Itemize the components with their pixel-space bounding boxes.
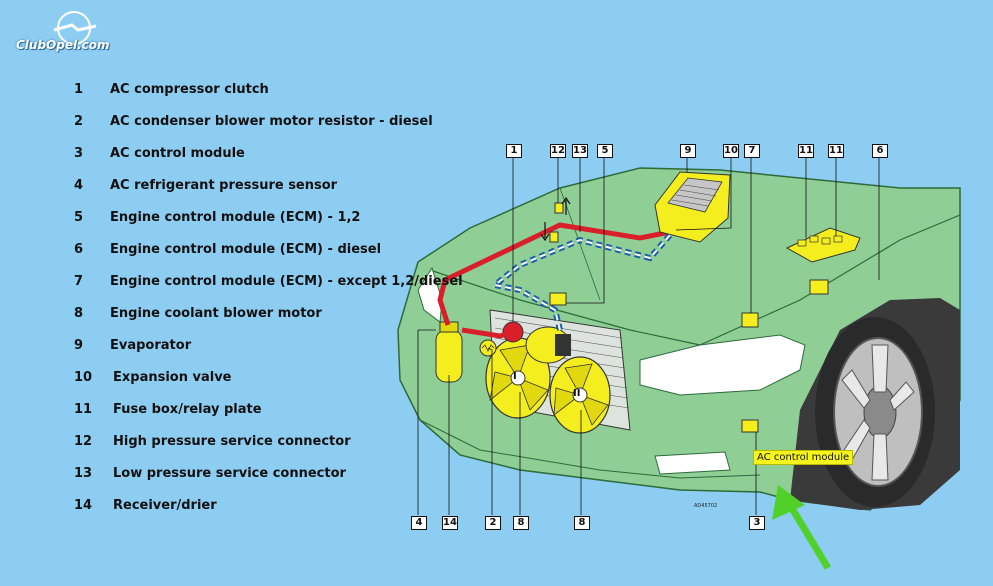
green-arrow [787, 503, 831, 570]
receiver-drier [435, 321, 463, 383]
legend-number: 2 [74, 114, 84, 129]
callout-top: 6 [872, 144, 888, 158]
callout-bottom: 2 [485, 516, 501, 530]
figure-code: AD45702 [694, 503, 718, 509]
ecm-except [741, 312, 759, 328]
legend-label: Engine control module (ECM) - except 1,2… [110, 274, 463, 289]
up-arrow [561, 196, 571, 215]
callout-top: 11 [798, 144, 814, 158]
callout-bottom: 4 [411, 516, 427, 530]
callout-top: 12 [550, 144, 566, 158]
callout-top: 10 [723, 144, 739, 158]
callout-top: 1 [506, 144, 522, 158]
ecm-1-2 [549, 292, 567, 306]
callout-top: 11 [828, 144, 844, 158]
legend-number: 3 [74, 146, 84, 161]
legend-label: Receiver/drier [113, 498, 217, 513]
legend-label: Engine coolant blower motor [110, 306, 322, 321]
ac-control-module-part [741, 419, 759, 433]
fan-label-2: II [573, 388, 581, 399]
legend-number: 13 [74, 466, 93, 481]
down-arrow [540, 222, 550, 242]
low-pressure-line-inner [492, 234, 671, 331]
legend-number: 1 [74, 82, 84, 97]
legend-number: 6 [74, 242, 84, 257]
callout-bottom: 14 [442, 516, 458, 530]
ac-control-module-tag: AC control module [753, 450, 854, 465]
evaporator-box [654, 171, 731, 243]
opel-logo [53, 11, 97, 45]
hood-edge [429, 269, 701, 346]
fan-label-1: I [513, 371, 517, 382]
legend-number: 7 [74, 274, 84, 289]
fuse-box [785, 227, 861, 263]
legend-number: 11 [74, 402, 93, 417]
callout-bottom: 8 [513, 516, 529, 530]
high-pressure-line-2 [461, 327, 514, 339]
legend-label: Expansion valve [113, 370, 232, 385]
legend-label: AC control module [110, 146, 245, 161]
fan-right [549, 356, 611, 434]
callout-bottom: 3 [749, 516, 765, 530]
legend-label: Engine control module (ECM) - diesel [110, 242, 382, 257]
logo-text: ClubOpel.com [16, 38, 110, 52]
hood-crease [559, 187, 601, 301]
foglight [654, 451, 731, 475]
low-pressure-connector [549, 231, 559, 243]
legend-label: Evaporator [110, 338, 192, 353]
legend-number: 14 [74, 498, 93, 513]
callout-top: 9 [680, 144, 696, 158]
callout-top: 13 [572, 144, 588, 158]
callout-top: 7 [744, 144, 760, 158]
legend-label: Fuse box/relay plate [113, 402, 262, 417]
legend-number: 10 [74, 370, 93, 385]
ecm-diesel [809, 279, 829, 295]
legend-number: 12 [74, 434, 93, 449]
callout-bottom: 8 [574, 516, 590, 530]
high-pressure-connector [554, 202, 564, 214]
high-pressure-line [437, 222, 671, 326]
legend-number: 9 [74, 338, 84, 353]
right-headlight [639, 334, 806, 396]
legend-label: AC refrigerant pressure sensor [110, 178, 338, 193]
legend-number: 5 [74, 210, 84, 225]
bumper-lower [419, 419, 761, 479]
legend-label: Low pressure service connector [113, 466, 346, 481]
green-arrow-head [772, 485, 805, 520]
legend-number: 8 [74, 306, 84, 321]
legend-number: 4 [74, 178, 84, 193]
legend-label: High pressure service connector [113, 434, 351, 449]
leader-lines [417, 157, 880, 515]
callout-top: 5 [597, 144, 613, 158]
legend-label: Engine control module (ECM) - 1,2 [110, 210, 361, 225]
legend-label: AC condenser blower motor resistor - die… [110, 114, 433, 129]
legend-label: AC compressor clutch [110, 82, 269, 97]
